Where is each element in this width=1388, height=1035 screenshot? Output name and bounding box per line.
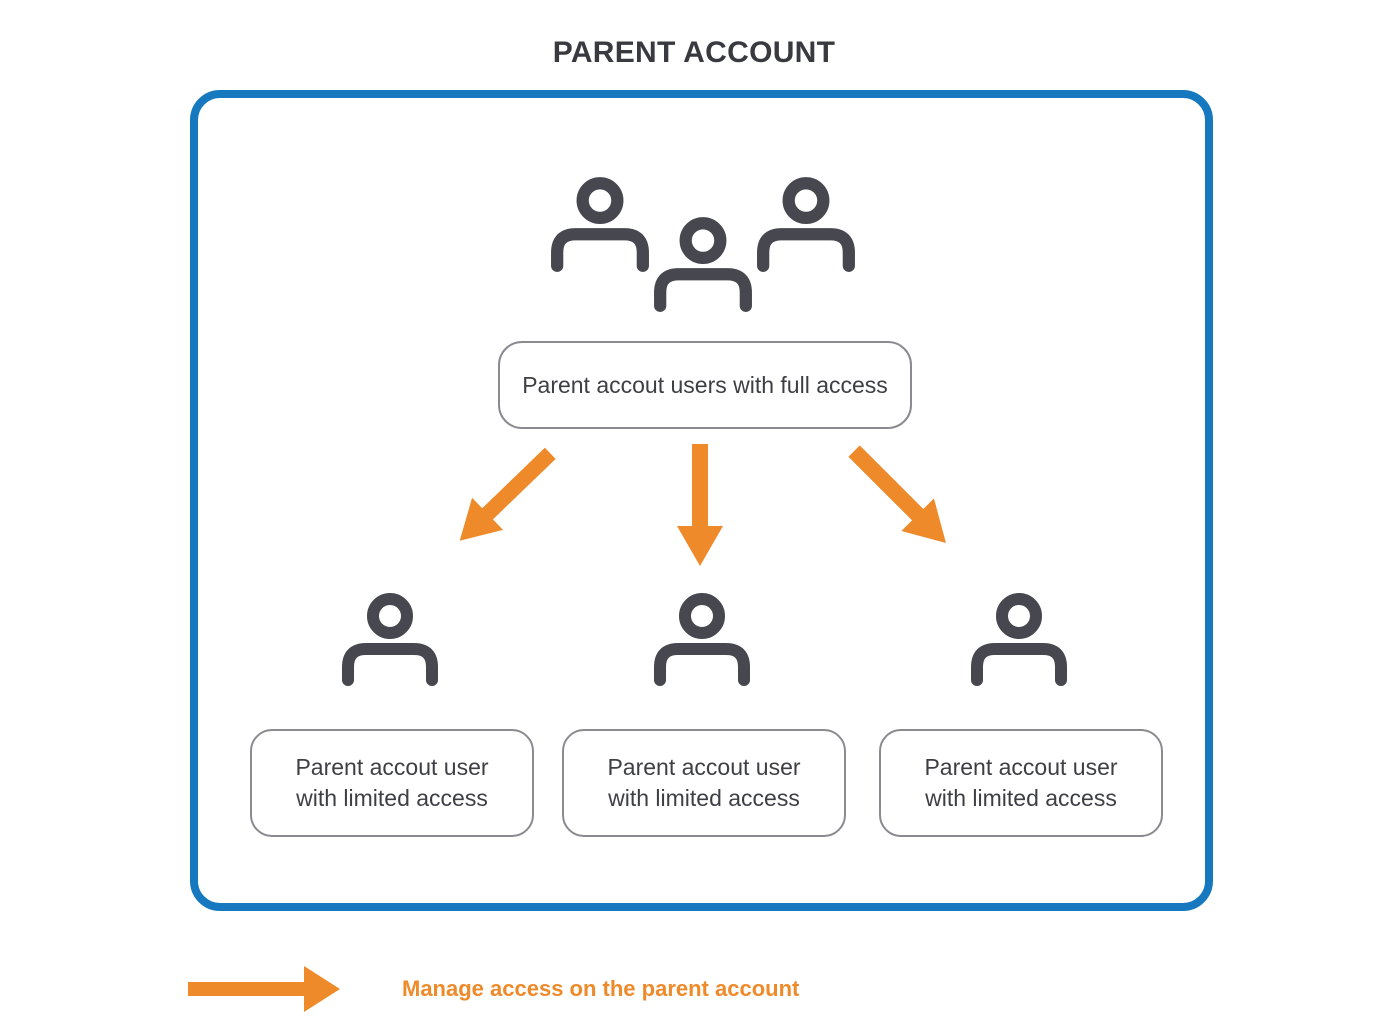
person-icon [340, 590, 440, 686]
person-icon [549, 174, 651, 272]
limited-access-line2: with limited access [925, 785, 1117, 811]
limited-access-line1: Parent accout user [295, 754, 489, 780]
limited-access-line2: with limited access [296, 785, 488, 811]
full-access-label: Parent accout users with full access [522, 371, 888, 398]
arrow-right-icon [188, 966, 340, 1012]
limited-access-line1: Parent accout user [607, 754, 801, 780]
person-icon [652, 214, 754, 312]
limited-access-line1: Parent accout user [924, 754, 1118, 780]
arrow-down-right-icon [838, 435, 962, 559]
limited-access-box: Parent accout user with limited access [879, 729, 1163, 837]
arrow-down-icon [677, 444, 723, 566]
person-icon [969, 590, 1069, 686]
limited-access-line2: with limited access [608, 785, 800, 811]
limited-access-box: Parent accout user with limited access [562, 729, 846, 837]
limited-access-box: Parent accout user with limited access [250, 729, 534, 837]
person-icon [652, 590, 752, 686]
full-access-box: Parent accout users with full access [498, 341, 912, 429]
diagram-title: PARENT ACCOUNT [552, 36, 836, 69]
legend: Manage access on the parent account [188, 966, 799, 1012]
parent-account-frame: Parent accout users with full access [190, 90, 1213, 911]
legend-label: Manage access on the parent account [402, 976, 800, 1001]
arrow-down-left-icon [444, 437, 567, 558]
person-icon [755, 174, 857, 272]
